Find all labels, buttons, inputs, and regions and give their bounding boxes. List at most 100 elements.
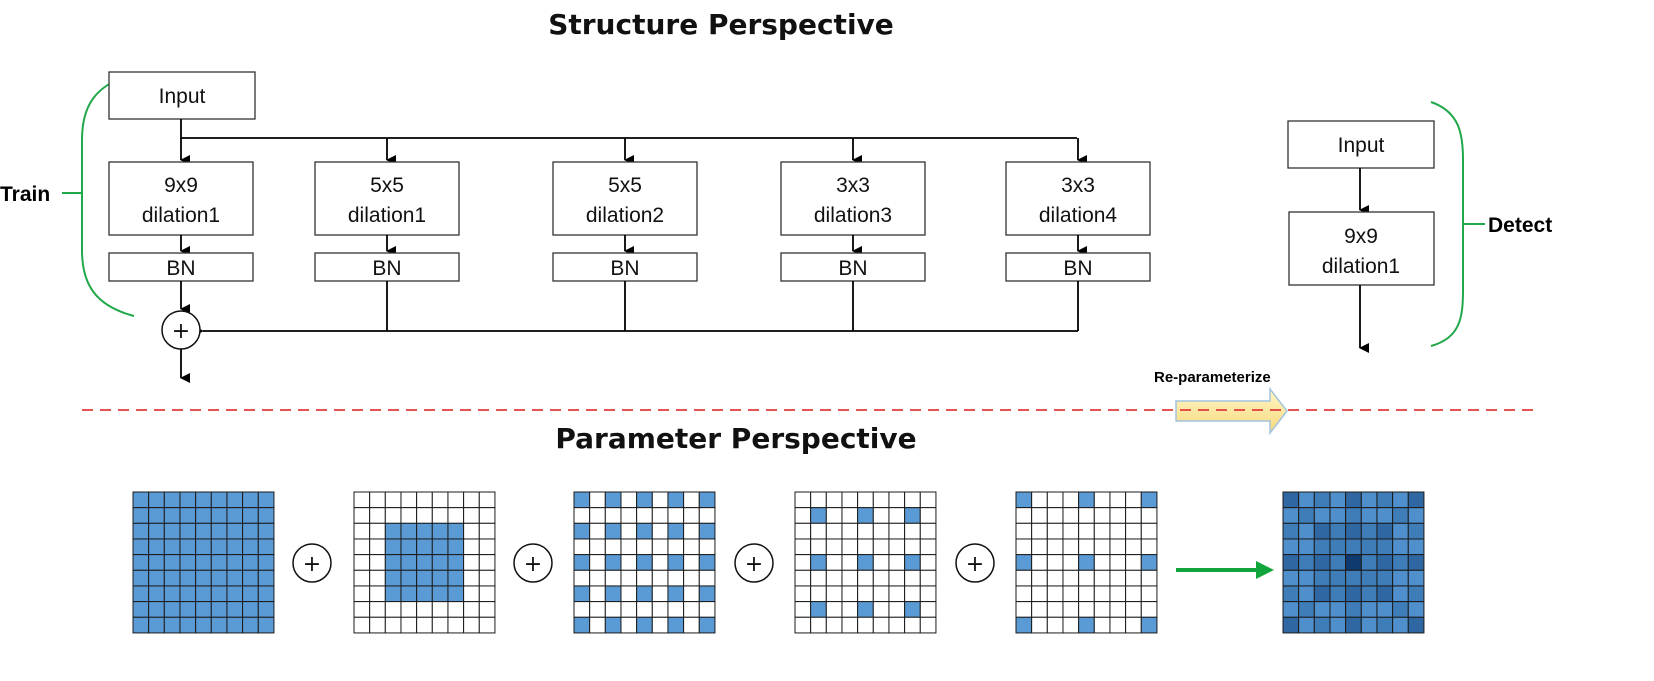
kernel-cell (872, 538, 890, 556)
kernel-cell (589, 616, 606, 634)
kernel-cell (1298, 491, 1315, 509)
kernel-cell (825, 585, 843, 603)
kernel-cell (369, 569, 386, 587)
kernel-cell (1329, 507, 1347, 524)
kernel-cell (226, 601, 244, 618)
kernel-cell (257, 538, 275, 556)
kernel-cell (651, 585, 669, 603)
kernel-cell (179, 507, 197, 524)
kernel-cell (1345, 585, 1362, 603)
kernel-cell (257, 585, 275, 603)
kernel-cell (919, 507, 937, 524)
kernel-cell (1298, 585, 1315, 603)
kernel-cell (589, 601, 606, 618)
kernel-cell (825, 538, 843, 556)
kernel-cell (573, 538, 591, 556)
kernel-cell (1392, 585, 1409, 603)
kernel-cell (857, 522, 874, 540)
kernel-cell (1062, 569, 1080, 587)
kernel-cell (1376, 507, 1394, 524)
kernel-cell (447, 538, 465, 556)
kernel-cell (400, 569, 418, 587)
kernel-cell (841, 522, 859, 540)
kernel-cell (1360, 601, 1378, 618)
kernel-cell (857, 616, 874, 634)
kernel-cell (857, 491, 874, 509)
kernel-cell (1345, 538, 1362, 556)
kernel-cell (1125, 538, 1142, 556)
train-input-label: Input (159, 85, 206, 108)
kernel-cell (1031, 569, 1048, 587)
kernel-cell (1046, 569, 1064, 587)
kernel-cell (794, 507, 812, 524)
kernel-cell (667, 616, 685, 634)
kernel-cell (794, 616, 812, 634)
kernel-cell (1392, 616, 1409, 634)
kernel-cell (857, 585, 874, 603)
kernel-grid-5 (1015, 491, 1158, 634)
kernel-cell (1313, 507, 1331, 524)
kernel-cell (1015, 616, 1033, 634)
bn-label: BN (610, 257, 639, 280)
kernel-cell (447, 491, 465, 509)
bn-box (780, 252, 926, 282)
kernel-cell (163, 601, 181, 618)
kernel-cell (1109, 522, 1127, 540)
kernel-cell (1407, 601, 1425, 618)
kernel-cell (1140, 616, 1158, 634)
kernel-cell (620, 616, 638, 634)
kernel-cell (636, 507, 653, 524)
kernel-cell (1140, 507, 1158, 524)
kernel-cell (825, 569, 843, 587)
kernel-cell (1093, 507, 1111, 524)
kernel-cell (1078, 616, 1095, 634)
kernel-cell (620, 554, 638, 571)
kernel-cell (825, 522, 843, 540)
detect-label: Detect (1488, 214, 1552, 237)
kernel-cell (651, 554, 669, 571)
train-plus-symbol: + (172, 319, 190, 344)
kernel-cell (683, 601, 700, 618)
kernel-cell (620, 538, 638, 556)
kernel-cell (463, 569, 480, 587)
kernel-cell (1329, 601, 1347, 618)
kernel-cell (257, 522, 275, 540)
merge-arrow-head (1256, 561, 1274, 579)
kernel-cell (1125, 554, 1142, 571)
kernel-cell (573, 601, 591, 618)
kernel-cell (1078, 507, 1095, 524)
kernel-cell (888, 507, 906, 524)
kernel-cell (226, 569, 244, 587)
plus-circle (734, 543, 774, 583)
kernel-cell (1140, 554, 1158, 571)
kernel-cell (369, 616, 386, 634)
kernel-grid-4 (794, 491, 937, 634)
kernel-cell (1345, 522, 1362, 540)
kernel-cell (431, 554, 449, 571)
kernel-cell (400, 507, 418, 524)
plus-circle (955, 543, 995, 583)
plus-symbol: + (966, 552, 984, 577)
kernel-cell (904, 554, 921, 571)
kernel-cell (919, 585, 937, 603)
kernel-cell (132, 507, 150, 524)
kernel-cell (257, 616, 275, 634)
kernel-cell (431, 538, 449, 556)
bn-box (1005, 252, 1151, 282)
kernel-cell (242, 554, 259, 571)
kernel-cell (195, 554, 212, 571)
kernel-cell (1345, 507, 1362, 524)
kernel-cell (179, 491, 197, 509)
kernel-cell (810, 616, 827, 634)
kernel-cell (904, 522, 921, 540)
kernel-cell (1376, 491, 1394, 509)
kernel-cell (1282, 569, 1300, 587)
kernel-cell (257, 601, 275, 618)
parameter-perspective-title: Parameter Perspective (555, 422, 916, 455)
kernel-cell (919, 522, 937, 540)
kernel-cell (573, 507, 591, 524)
kernel-plus-1: + (292, 543, 332, 583)
kernel-cell (872, 522, 890, 540)
kernel-cell (810, 585, 827, 603)
kernel-cell (1313, 616, 1331, 634)
